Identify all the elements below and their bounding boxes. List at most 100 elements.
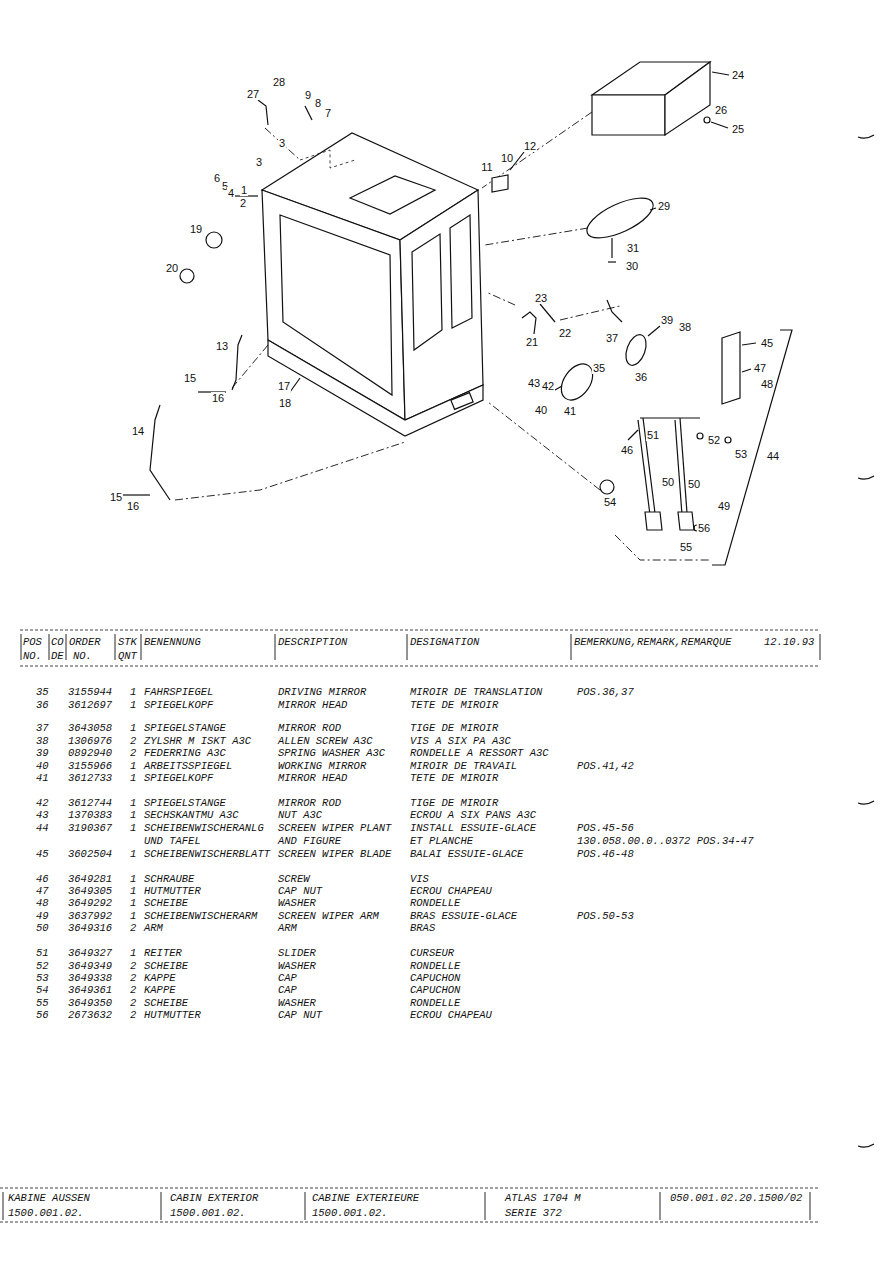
callout-number: 46	[620, 444, 634, 456]
table-cell: HUTMUTTER	[144, 885, 201, 898]
table-cell: KAPPE	[144, 984, 176, 997]
callout-number: 50	[687, 478, 701, 490]
table-cell: POS.36,37	[577, 686, 634, 699]
table-header: DESCRIPTION	[278, 636, 347, 649]
footer-text: CABINE EXTERIEURE	[312, 1192, 419, 1205]
table-cell: 3612744	[68, 797, 112, 810]
footer-text: 050.001.02.20.1500/02	[670, 1192, 802, 1205]
table-cell: 1	[130, 772, 136, 785]
table-cell: 3637992	[68, 910, 112, 923]
table-cell: ARM	[278, 922, 297, 935]
table-cell: SCREEN WIPER PLANT AND FIGURE	[278, 822, 398, 848]
callout-number: 31	[626, 242, 640, 254]
table-cell: CAPUCHON	[410, 972, 460, 985]
table-cell: 47	[36, 885, 49, 898]
table-cell: 43	[36, 809, 49, 822]
table-cell: 38	[36, 735, 49, 748]
table-cell: 3612733	[68, 772, 112, 785]
table-cell: WORKING MIRROR	[278, 760, 366, 773]
table-cell: 3649338	[68, 972, 112, 985]
callout-number: 25	[731, 123, 745, 135]
callout-number: 4	[227, 187, 235, 199]
callout-number: 26	[714, 104, 728, 116]
callout-number: 28	[272, 76, 286, 88]
table-cell: 2	[130, 747, 136, 760]
table-cell: 3602504	[68, 848, 112, 861]
callout-number: 24	[731, 69, 745, 81]
footer-text: KABINE AUSSEN	[8, 1192, 90, 1205]
table-cell: 51	[36, 947, 49, 960]
footer-text: SERIE 372	[505, 1207, 562, 1220]
table-cell: TETE DE MIROIR	[410, 699, 498, 712]
table-cell: SLIDER	[278, 947, 316, 960]
callout-number: 18	[278, 397, 292, 409]
table-cell: RONDELLE	[410, 997, 460, 1010]
callout-number: 23	[534, 292, 548, 304]
table-cell: RONDELLE	[410, 960, 460, 973]
margin-mark	[858, 135, 874, 1147]
callout-number: 16	[126, 500, 140, 512]
table-cell: 2	[130, 960, 136, 973]
table-cell: MIROIR DE TRAVAIL	[410, 760, 517, 773]
assembly-line	[175, 112, 710, 560]
table-cell: 3643058	[68, 722, 112, 735]
callout-number: 37	[605, 332, 619, 344]
table-cell: SPIEGELKOPF	[144, 699, 213, 712]
footer-text: ATLAS 1704 M	[505, 1192, 581, 1205]
table-cell: CAP NUT	[278, 885, 322, 898]
table-cell: SCHEIBE	[144, 897, 188, 910]
table-cell: 1	[130, 722, 136, 735]
table-cell: 1	[130, 760, 136, 773]
table-cell: 50	[36, 922, 49, 935]
table-cell: SCREEN WIPER ARM	[278, 910, 379, 923]
callout-number: 49	[717, 500, 731, 512]
table-cell: POS.41,42	[577, 760, 634, 773]
table-cell: MIRROR HEAD	[278, 772, 347, 785]
callout-number: 3	[255, 156, 263, 168]
part-box	[592, 62, 729, 135]
table-cell: REITER	[144, 947, 182, 960]
callout-number: 42	[541, 380, 555, 392]
callout-number: 20	[165, 262, 179, 274]
table-header: BEMERKUNG,REMARK,REMARQUE	[574, 636, 732, 649]
table-cell: TIGE DE MIROIR	[410, 722, 498, 735]
callout-number: 38	[678, 321, 692, 333]
callout-number: 35	[592, 362, 606, 374]
table-cell: ECROU A SIX PANS A3C	[410, 809, 536, 822]
footer-text: 1500.001.02.	[170, 1207, 246, 1220]
callout-number: 53	[734, 448, 748, 460]
column-separator	[3, 634, 820, 1220]
callout-number: 17	[277, 380, 291, 392]
table-cell: 3612697	[68, 699, 112, 712]
table-cell: 2	[130, 972, 136, 985]
table-cell: 56	[36, 1009, 49, 1022]
table-cell: FAHRSPIEGEL	[144, 686, 213, 699]
callout-number: 52	[707, 434, 721, 446]
table-cell: 3649350	[68, 997, 112, 1010]
footer-text: 1500.001.02.	[312, 1207, 388, 1220]
table-cell: 1	[130, 848, 136, 861]
table-cell: ECROU CHAPEAU	[410, 885, 492, 898]
table-cell: SPRING WASHER A3C	[278, 747, 385, 760]
table-header: QNT	[118, 650, 137, 663]
table-header: POS	[23, 636, 42, 649]
callout-number: 16	[211, 392, 225, 404]
table-cell: MIROIR DE TRANSLATION	[410, 686, 542, 699]
callout-number: 39	[660, 314, 674, 326]
table-cell: 41	[36, 772, 49, 785]
table-cell: 35	[36, 686, 49, 699]
table-cell: 0892940	[68, 747, 112, 760]
callout-number: 8	[314, 97, 322, 109]
table-cell: 2673632	[68, 1009, 112, 1022]
table-header: ORDER	[69, 636, 101, 649]
table-cell: RONDELLE A RESSORT A3C	[410, 747, 549, 760]
callout-number: 47	[753, 362, 767, 374]
table-cell: 42	[36, 797, 49, 810]
table-header: 12.10.93	[764, 636, 814, 649]
callout-number: 50	[661, 476, 675, 488]
cabin	[262, 133, 483, 436]
table-cell: 36	[36, 699, 49, 712]
table-cell: WASHER	[278, 960, 316, 973]
callout-number: 1	[240, 184, 248, 196]
callout-number: 55	[679, 541, 693, 553]
